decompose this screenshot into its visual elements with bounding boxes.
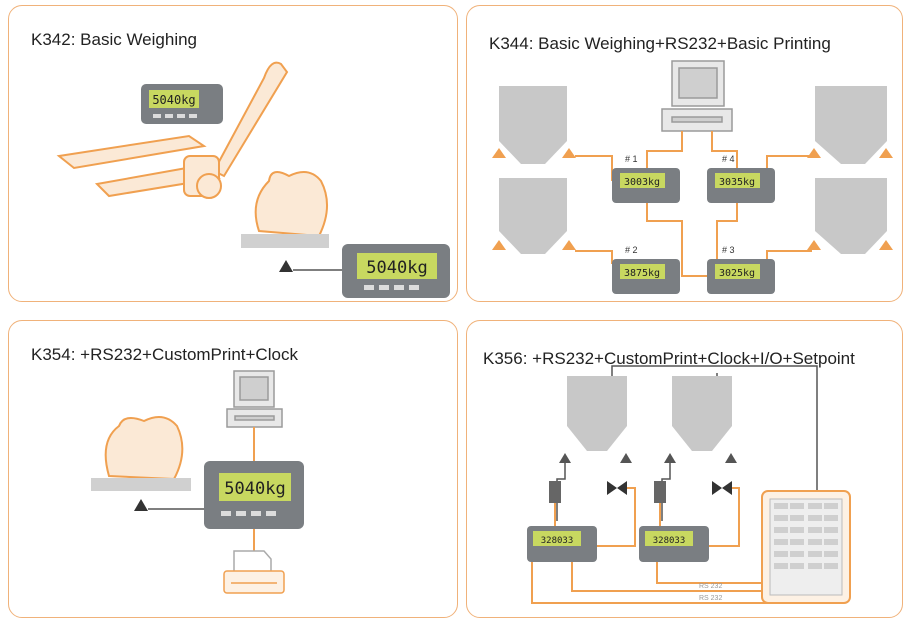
indicator-label: # 4 xyxy=(722,154,735,164)
indicator-reading: 3003kg xyxy=(624,177,660,188)
indicator-large: 5040kg xyxy=(342,244,450,298)
controller-icon xyxy=(761,490,851,604)
hopper-icon xyxy=(815,86,887,164)
panel-title: K342: Basic Weighing xyxy=(31,30,198,49)
junction-boxes xyxy=(549,481,666,503)
indicator-label: # 2 xyxy=(625,245,638,255)
indicator-small: 5040kg xyxy=(141,84,223,124)
valve-icon xyxy=(607,481,627,495)
hopper-icon xyxy=(815,178,887,254)
indicator-reading: 3875kg xyxy=(624,268,660,279)
cable-label: RS 232 xyxy=(699,595,722,602)
indicator-left: 328033 xyxy=(527,526,597,562)
panel-title: K356: +RS232+CustomPrint+Clock+I/O+Setpo… xyxy=(483,349,855,368)
cable-label: RS 232 xyxy=(699,583,722,590)
k344-diagram: # 1 3003kg # 4 3035kg # 2 3875kg # 3 302… xyxy=(492,60,893,294)
panel-k354: K354: +RS232+CustomPrint+Clock 5040kg xyxy=(8,320,458,618)
indicator-3: # 3 3025kg xyxy=(707,245,775,294)
panel-k356: K356: +RS232+CustomPrint+Clock+I/O+Setpo… xyxy=(466,320,903,618)
indicator-label: # 3 xyxy=(722,245,735,255)
printer-icon xyxy=(223,550,285,594)
sack-icon xyxy=(241,171,345,272)
indicator-4: # 4 3035kg xyxy=(707,154,775,203)
indicator-large: 5040kg xyxy=(204,461,304,529)
sack-icon xyxy=(91,416,207,511)
computer-icon xyxy=(661,60,733,132)
hopper-icon xyxy=(567,376,627,451)
panel-k344: K344: Basic Weighing+RS232+Basic Printin… xyxy=(466,5,903,302)
pallet-truck-icon xyxy=(56,61,289,199)
load-cells xyxy=(492,148,893,250)
indicator-reading: 328033 xyxy=(541,536,574,546)
hopper-icon xyxy=(499,86,567,164)
valve-icons xyxy=(607,481,732,495)
indicator-2: # 2 3875kg xyxy=(612,245,680,294)
indicator-large-reading: 5040kg xyxy=(366,258,427,278)
indicator-reading: 3035kg xyxy=(719,177,755,188)
hopper-group xyxy=(567,376,732,451)
k356-diagram: 328033 328033 RS 232 RS 232 xyxy=(527,365,851,604)
indicator-reading: 328033 xyxy=(653,536,686,546)
hopper-icon xyxy=(672,376,732,451)
k354-diagram: 5040kg xyxy=(91,370,304,594)
panel-title: K344: Basic Weighing+RS232+Basic Printin… xyxy=(489,34,831,53)
indicator-label: # 1 xyxy=(625,154,638,164)
indicator-reading: 5040kg xyxy=(224,479,285,499)
k342-diagram: 5040kg 5040kg xyxy=(56,61,450,298)
panel-title: K354: +RS232+CustomPrint+Clock xyxy=(31,345,298,364)
hopper-group xyxy=(499,86,887,254)
indicator-small-reading: 5040kg xyxy=(152,93,195,107)
hopper-icon xyxy=(499,178,567,254)
panel-k342: K342: Basic Weighing 5040kg 5040 xyxy=(8,5,458,302)
valve-icon xyxy=(712,481,732,495)
indicator-reading: 3025kg xyxy=(719,268,755,279)
indicator-right: 328033 xyxy=(639,526,709,562)
computer-icon xyxy=(226,370,283,428)
indicator-1: # 1 3003kg xyxy=(612,154,680,203)
